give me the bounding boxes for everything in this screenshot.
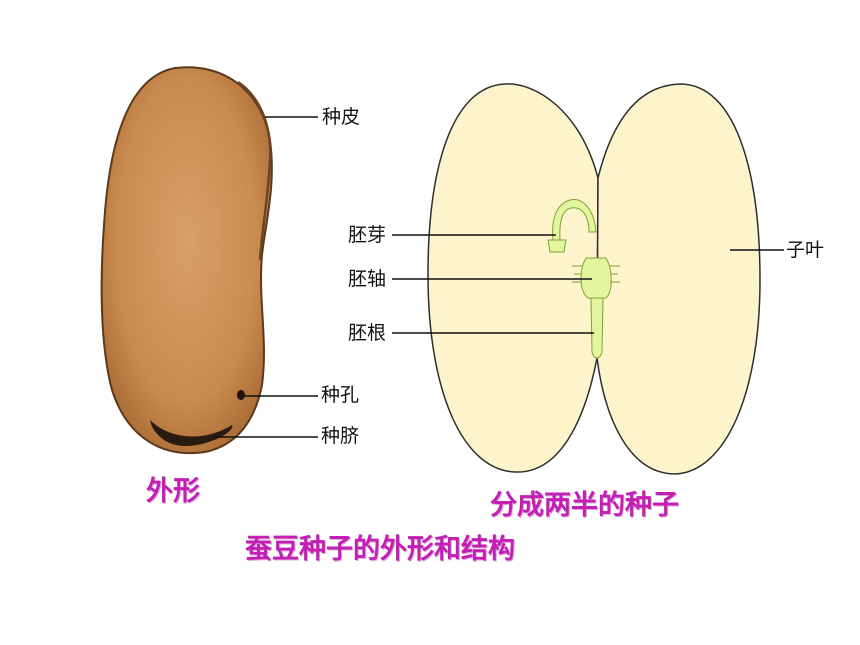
bean-exterior [100,66,273,454]
exterior-leader-lines [215,116,318,438]
split-seed [427,83,761,475]
micropyle-mark [237,390,245,400]
label-hypocotyl: 胚轴 [348,268,387,290]
hypocotyl-hatching [572,265,620,283]
embryo [547,199,612,359]
caption-exterior: 外形 [146,476,200,507]
plumule-tip [547,239,567,253]
seed-coat-rim [237,80,272,261]
caption-title: 蚕豆种子的外形和结构 [245,534,515,565]
label-micropyle: 种孔 [321,384,360,406]
label-cotyledon: 子叶 [786,239,825,261]
label-plumule: 胚芽 [348,224,387,246]
hypocotyl-shape [580,257,612,299]
radicle-shape [590,297,604,359]
caption-split-seed: 分成两半的种子 [490,490,679,521]
cotyledon-right [596,83,761,475]
cotyledon-left [427,83,599,473]
label-hilum: 种脐 [321,425,360,447]
split-leader-lines [392,234,784,334]
label-radicle: 胚根 [348,322,387,344]
seed-coat-shape [100,66,273,454]
hilum-mark [150,420,233,446]
label-seed-coat: 种皮 [322,106,361,128]
